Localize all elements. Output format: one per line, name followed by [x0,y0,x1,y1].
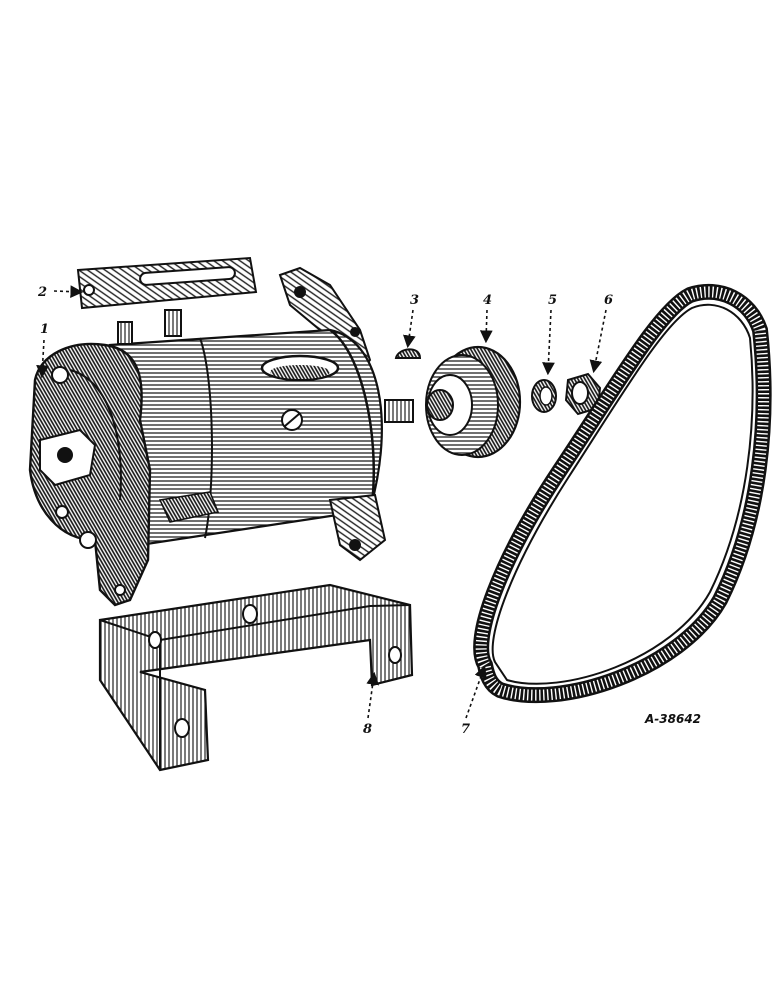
callout-8: 8 [363,722,372,737]
pulley [425,345,522,459]
leader-lines [36,285,607,719]
adjusting-brace [76,256,258,310]
leader-2 [53,285,84,299]
mounting-bracket [98,583,414,772]
callout-labels: 1 2 3 4 5 6 7 8 [37,285,613,737]
generator-assembly [28,266,414,607]
lock-washer [531,379,557,413]
callout-2: 2 [37,285,47,300]
figure-id: A-38642 [644,712,701,726]
leader-5 [542,309,555,376]
callout-5: 5 [548,293,557,308]
callout-3: 3 [410,293,419,308]
woodruff-key [394,348,422,359]
callout-4: 4 [483,293,492,308]
leader-8 [366,671,380,719]
hex-nut [564,372,602,416]
leader-3 [403,309,416,349]
leader-6 [589,309,607,374]
fan-belt [473,283,772,704]
callout-1: 1 [40,322,49,337]
callout-7: 7 [461,722,470,737]
leader-7 [465,664,487,719]
callout-6: 6 [604,293,613,308]
leader-4 [479,309,493,344]
